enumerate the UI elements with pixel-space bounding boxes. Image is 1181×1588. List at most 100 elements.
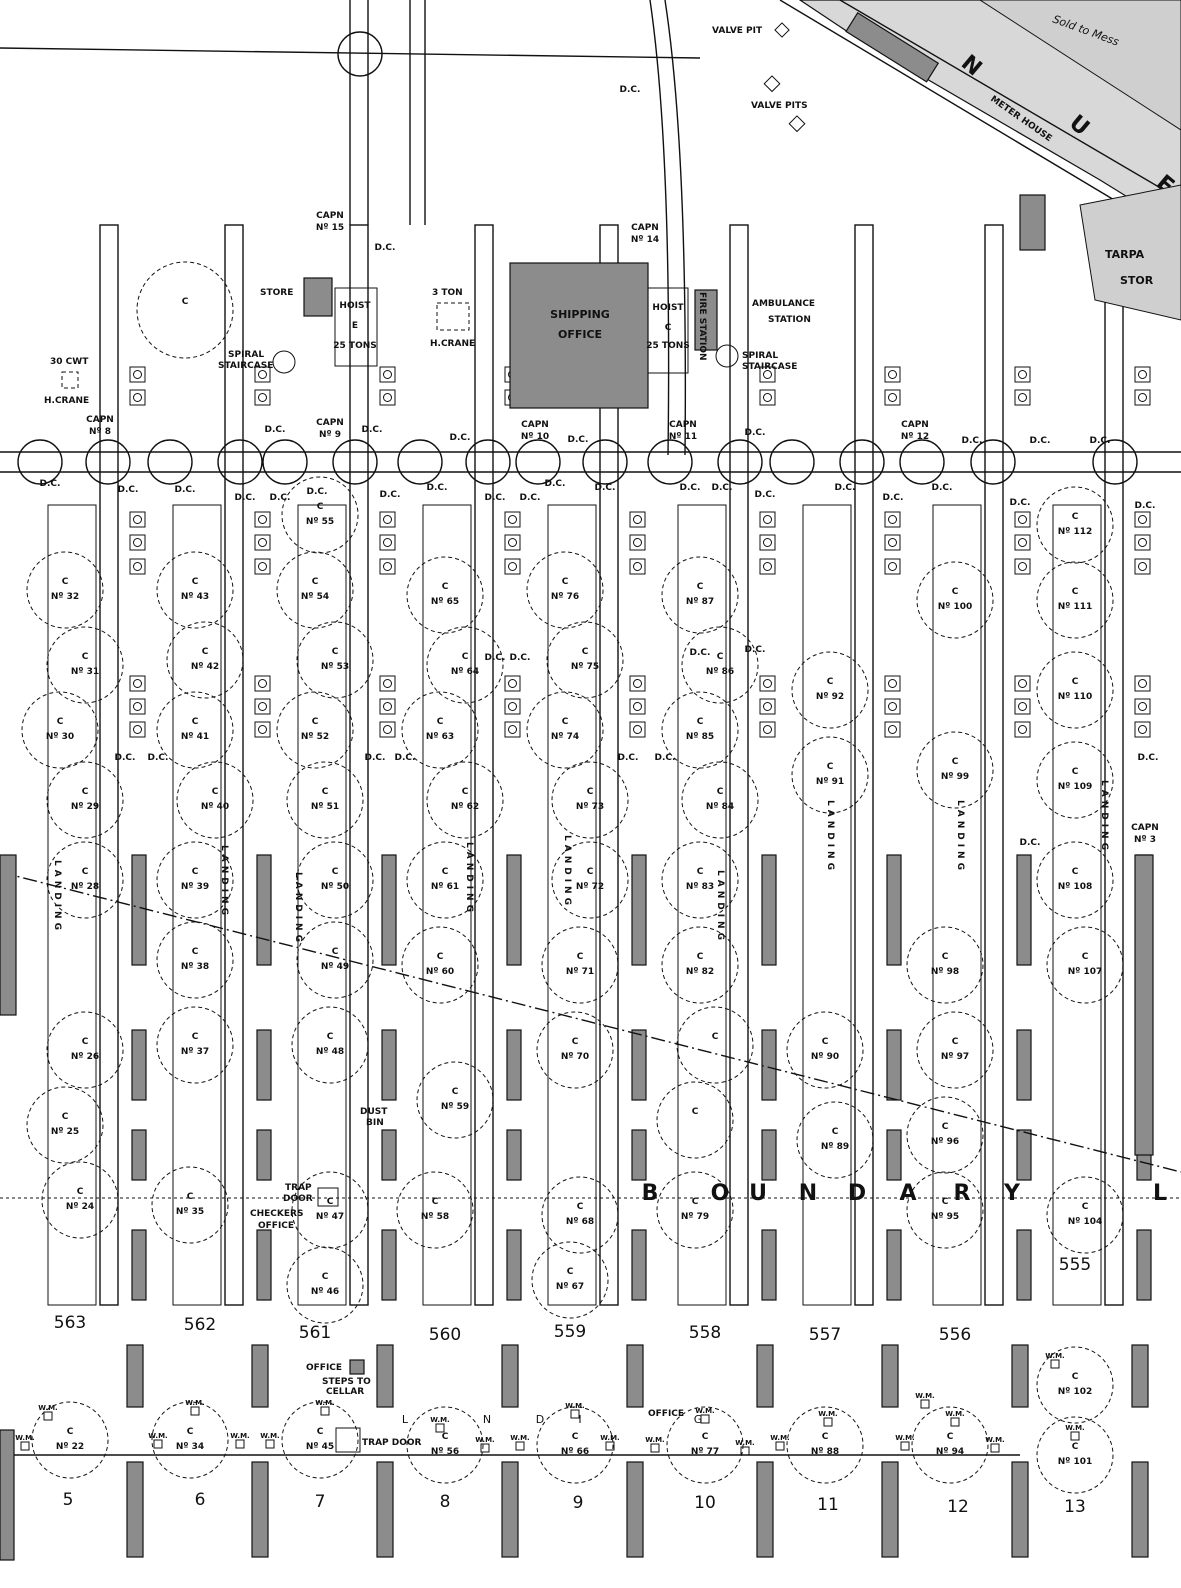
crane: CNº 47 [291, 1171, 369, 1249]
valve-pits-label: VALVE PITS [751, 101, 808, 111]
bollard [504, 675, 521, 692]
crane-radius [916, 731, 994, 809]
landing-label: LANDING [562, 835, 572, 909]
bollard-ring [258, 562, 267, 571]
crane-radius [1036, 561, 1114, 639]
crane-number: Nº 90 [811, 1052, 839, 1062]
crane: CNº 75 [546, 621, 624, 699]
crane: CNº 70 [536, 1011, 614, 1089]
landing-strip [547, 504, 597, 1306]
crane: CNº 100 [916, 561, 994, 639]
crane-radius [661, 926, 739, 1004]
water-meter-icon [1050, 1359, 1060, 1369]
crane-number: Nº 77 [691, 1447, 719, 1457]
crane: CNº 43 [156, 551, 234, 629]
crane: C Nº 26 [46, 1011, 124, 1089]
crane: CNº 38 [156, 921, 234, 999]
h-crane-label: H.CRANE [44, 396, 89, 406]
bollard-ring [508, 702, 517, 711]
hoist-label: E [352, 321, 358, 331]
crane: CNº 31 [46, 626, 124, 704]
crane-radius [396, 1171, 474, 1249]
bollard-ring [258, 725, 267, 734]
dc-label: D.C. [1135, 501, 1156, 511]
shed-block [1016, 1229, 1032, 1301]
crane-marker: C [82, 1037, 89, 1047]
shed-block [1011, 1344, 1029, 1408]
water-meter-label: W.M. [185, 1399, 204, 1407]
bollard-ring [1018, 562, 1027, 571]
crane-radius [166, 621, 244, 699]
turntable [717, 439, 763, 485]
landing-label: LANDING [464, 842, 474, 916]
capstan-number: Nº 14 [631, 235, 659, 245]
bollard [1014, 558, 1031, 575]
crane-number: Nº 65 [431, 597, 459, 607]
crane-marker: C [437, 952, 444, 962]
crane-marker: C [192, 947, 199, 957]
crane-radius [1036, 486, 1114, 564]
bollard-ring [383, 725, 392, 734]
crane-radius [906, 926, 984, 1004]
crane-marker: C [327, 1197, 334, 1207]
crane-marker: C [697, 582, 704, 592]
dc-label: D.C. [655, 753, 676, 763]
crane-radius [916, 1011, 994, 1089]
bollard-ring [1138, 679, 1147, 688]
crane-number: Nº 86 [706, 667, 734, 677]
crane: CNº 94 [911, 1406, 989, 1484]
bollard-ring [763, 393, 772, 402]
bollard [629, 675, 646, 692]
shed-number: 7 [315, 1492, 326, 1512]
crane-number: Nº 48 [316, 1047, 344, 1057]
water-meter-label: W.M. [148, 1432, 167, 1440]
rail-line [0, 47, 701, 59]
capstan-number: Nº 11 [669, 432, 697, 442]
crane-radius [406, 1406, 484, 1484]
crane-marker: C [942, 1197, 949, 1207]
crane-number: Nº 63 [426, 732, 454, 742]
crane-marker: C [322, 787, 329, 797]
crane-marker: C [322, 1272, 329, 1282]
crane-number: Nº 101 [1058, 1457, 1093, 1467]
water-meter-icon [700, 1414, 710, 1424]
crane-number: Nº 26 [71, 1052, 99, 1062]
turntable [17, 439, 63, 485]
shed-block [1136, 1229, 1152, 1301]
shed-block [886, 1129, 902, 1181]
crane-radius [416, 1061, 494, 1139]
crane-radius [46, 761, 124, 839]
dc-label: D.C. [712, 483, 733, 493]
checkers-office-label: OFFICE [258, 1221, 294, 1231]
bollard-ring [888, 679, 897, 688]
dc-label: D.C. [380, 490, 401, 500]
crane: CNº 46 [286, 1246, 364, 1324]
water-meter-icon [435, 1423, 445, 1433]
crane: CNº 87 [661, 556, 739, 634]
trap-door-label: TRAP DOOR [362, 1438, 422, 1448]
bollard [504, 698, 521, 715]
hoist-c: HOIST C 25 TONS FIRE STATION AMBULANCE S… [646, 287, 815, 374]
crane-marker: C [587, 787, 594, 797]
capstan-title: CAPN [631, 223, 659, 233]
dc-label: D.C. [510, 653, 531, 663]
crane-marker: C [1072, 867, 1079, 877]
crane-radius [1036, 741, 1114, 819]
crane-radius [906, 1171, 984, 1249]
crane-radius [1036, 1416, 1114, 1494]
crane-number: Nº 92 [816, 692, 844, 702]
crane: CNº 29 [46, 761, 124, 839]
crane-number: Nº 54 [301, 592, 329, 602]
bollard-ring [888, 702, 897, 711]
crane: CNº 83 [661, 841, 739, 919]
crane-radius [551, 841, 629, 919]
crane-marker: C [442, 582, 449, 592]
crane-radius [541, 926, 619, 1004]
shed-block [631, 1229, 647, 1301]
crane-number: Nº 110 [1058, 692, 1093, 702]
crane: CNº 95 [906, 1171, 984, 1249]
shed-block [501, 1344, 519, 1408]
shed-block [376, 1344, 394, 1408]
ambulance-station-label: AMBULANCE [752, 299, 815, 309]
